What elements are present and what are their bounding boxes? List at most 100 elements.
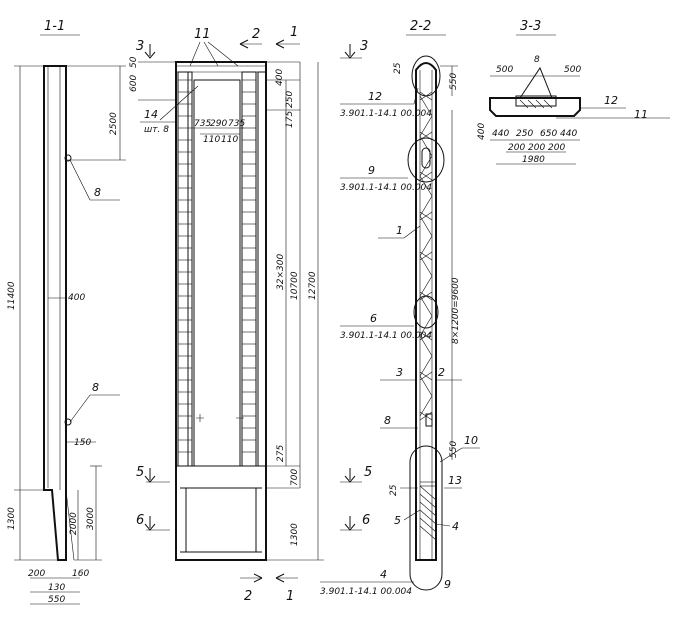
cut-6-right: 6	[362, 513, 370, 528]
bracing-line	[419, 95, 433, 417]
ref-4-code: 3.901.1-14.1 00.004	[320, 587, 412, 597]
dim-25-top: 25	[393, 62, 403, 74]
cut-3: 3	[136, 39, 144, 54]
detail-4	[409, 445, 443, 591]
dim-735b: 735	[228, 119, 245, 129]
dim-500a: 500	[496, 65, 513, 75]
dim-8x1200: 8×1200=9600	[451, 277, 461, 344]
dim-1980: 1980	[522, 155, 545, 165]
dim-275: 275	[276, 445, 286, 462]
dim-110a: 110	[203, 135, 220, 145]
dim-250: 250	[516, 129, 533, 139]
ref-9-code: 3.901.1-14.1 00.004	[340, 183, 432, 193]
section-title-2-2: 2-2	[410, 19, 431, 34]
dim-650: 650	[540, 129, 557, 139]
ref-11-33: 11	[634, 108, 648, 121]
pcs-8: шт. 8	[144, 125, 169, 135]
dim-200b: 200	[528, 143, 545, 153]
dim-1300: 1300	[290, 523, 300, 546]
ref-5: 5	[394, 514, 401, 527]
dim-550-top: 550	[449, 73, 459, 90]
rungs	[178, 79, 256, 453]
ref-10: 10	[464, 434, 478, 447]
dim-25-bot: 25	[389, 484, 399, 496]
dim-2500: 2500	[109, 112, 119, 135]
ref-6-code: 3.901.1-14.1 00.004	[340, 331, 432, 341]
bracing	[419, 91, 433, 421]
base-plate	[489, 97, 581, 117]
ref-12: 12	[368, 90, 382, 103]
gusset	[519, 66, 553, 99]
dim-50: 50	[129, 56, 139, 68]
dim-150: 150	[74, 438, 91, 448]
ref-1: 1	[396, 224, 403, 237]
ref-13: 13	[448, 474, 462, 487]
dim-500b: 500	[564, 65, 581, 75]
ref-8b: 8	[92, 381, 99, 394]
dim-700: 700	[290, 469, 300, 486]
tie-cross	[419, 331, 433, 341]
dim-400: 400	[68, 293, 85, 303]
tie-cross	[419, 171, 433, 181]
dim-10700: 10700	[290, 271, 300, 300]
column-2-2	[415, 62, 437, 561]
tie-cross	[419, 251, 433, 261]
ref-6: 6	[370, 312, 377, 325]
detail-6	[413, 295, 439, 329]
dim-2000: 2000	[69, 512, 79, 535]
embedded-part-8-lower	[64, 418, 72, 426]
cut-5: 5	[136, 465, 144, 480]
ref-4-right: 4	[452, 520, 459, 533]
section-title-1-1: 1-1	[44, 19, 65, 34]
dim-160: 160	[72, 569, 89, 579]
dim-550: 550	[48, 595, 65, 605]
section-title-3-3: 3-3	[520, 19, 541, 34]
dim-8: 8	[534, 55, 540, 65]
dim-440a: 440	[492, 129, 509, 139]
ref-9-bot: 9	[444, 578, 451, 591]
column-profile	[43, 65, 67, 561]
tie-cross	[419, 211, 433, 221]
section-3-3: 3-3 500 8 500 12 11 400 440 250 650 440 …	[477, 19, 670, 165]
ref-3: 3	[396, 366, 403, 379]
dim-250: 250	[285, 91, 295, 108]
cut-1-bot: 1	[286, 589, 294, 604]
ref-2: 2	[438, 366, 445, 379]
dim-600: 600	[129, 75, 139, 92]
elevation-view: 3 2 1 11 14 шт. 8	[129, 25, 372, 604]
dim-200a: 200	[508, 143, 525, 153]
dim-11400: 11400	[7, 281, 17, 310]
cut-2-top: 2	[252, 27, 260, 42]
dim-290: 290	[210, 119, 227, 129]
ref-11: 11	[194, 27, 211, 42]
dim-3000: 3000	[86, 507, 96, 530]
dim-550-bot: 550	[449, 441, 459, 458]
dim-1300-left: 1300	[7, 507, 17, 530]
ref-9: 9	[368, 164, 375, 177]
tie-cross	[419, 371, 433, 381]
cut-2-bot: 2	[244, 589, 252, 604]
dim-200c: 200	[548, 143, 565, 153]
cut-6: 6	[136, 513, 144, 528]
ref-4: 4	[380, 568, 387, 581]
dim-200: 200	[28, 569, 45, 579]
cut-1-top: 1	[290, 25, 298, 40]
dim-735a: 735	[194, 119, 211, 129]
cut-5-right: 5	[364, 465, 372, 480]
ref-14: 14	[144, 108, 158, 121]
dim-130: 130	[48, 583, 65, 593]
embedded-part-8	[64, 154, 72, 162]
dim-400-33: 400	[477, 123, 487, 140]
ref-12-code: 3.901.1-14.1 00.004	[340, 109, 432, 119]
detail-9	[407, 137, 445, 183]
dim-440b: 440	[560, 129, 577, 139]
ref-12-33: 12	[604, 94, 618, 107]
section-1-1: 1-1 8 8 11400 1300 2500 400 150	[7, 19, 126, 605]
dim-12700: 12700	[308, 271, 318, 300]
section-2-2: 2-2 25 550 12 3.901.1-14.1 00.004 9 3.90…	[320, 19, 480, 597]
dim-400-top: 400	[275, 69, 285, 86]
ref-8: 8	[384, 414, 391, 427]
dim-110b: 110	[221, 135, 238, 145]
ref-8a: 8	[94, 186, 101, 199]
